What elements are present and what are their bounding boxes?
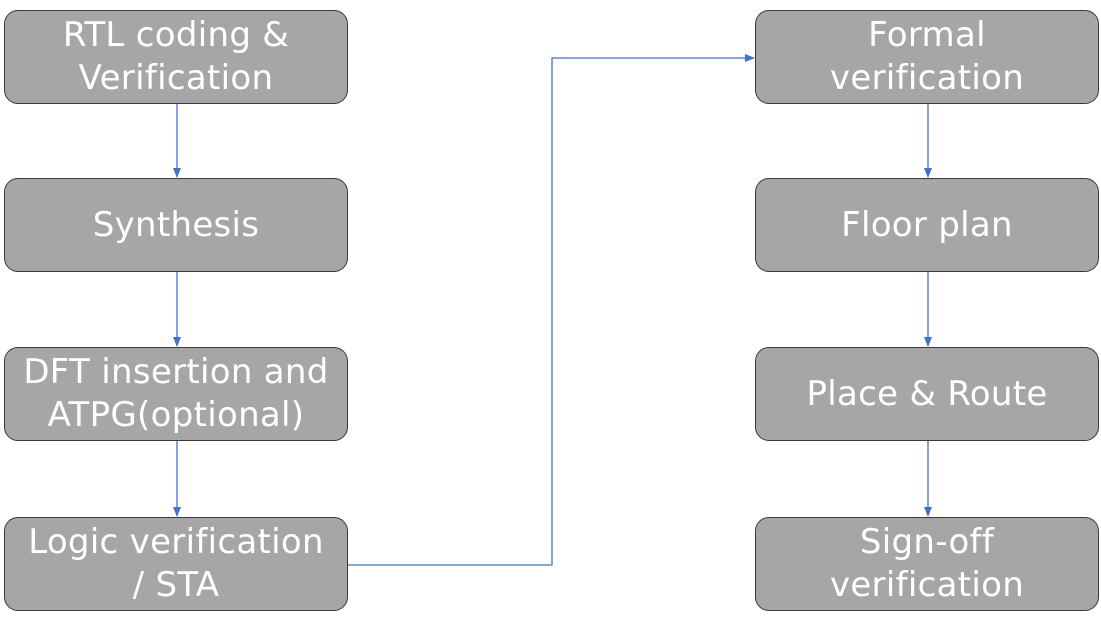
step-rtl-coding-verification: RTL coding & Verification <box>4 10 348 104</box>
arrow-logic-to-formal <box>348 54 755 566</box>
step-synthesis: Synthesis <box>4 178 348 272</box>
step-dft-insertion-atpg: DFT insertion and ATPG(optional) <box>4 347 348 441</box>
step-signoff-verification: Sign-off verification <box>755 517 1099 611</box>
step-place-route: Place & Route <box>755 347 1099 441</box>
step-logic-verification-sta: Logic verification / STA <box>4 517 348 611</box>
step-floor-plan: Floor plan <box>755 178 1099 272</box>
step-formal-verification: Formal verification <box>755 10 1099 104</box>
